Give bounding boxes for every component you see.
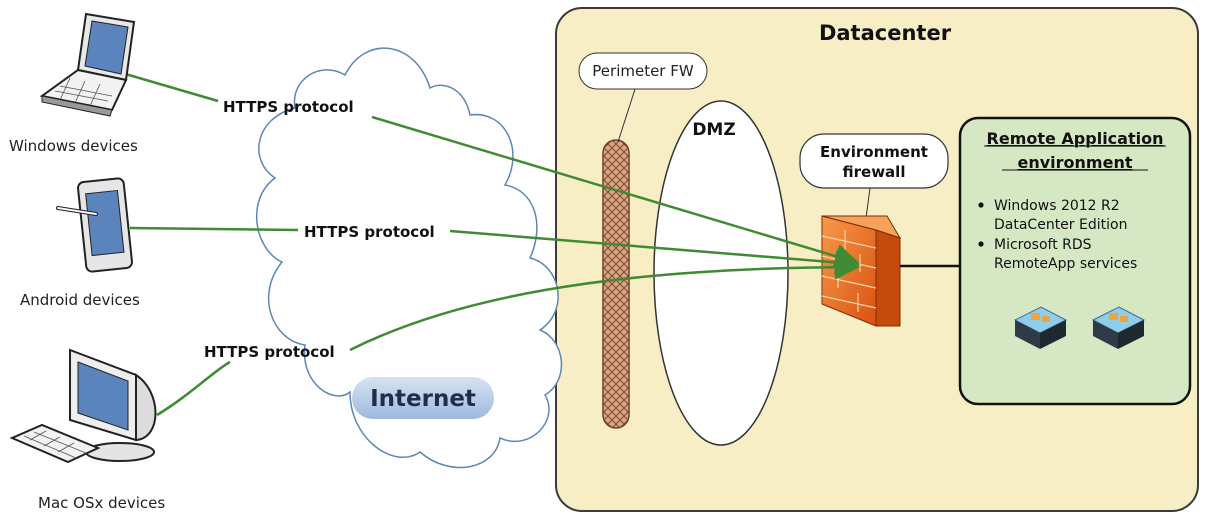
internet-cloud: Internet [255, 47, 562, 469]
bullet-1-line1: Windows 2012 R2 [994, 198, 1120, 214]
perimeter-fw-label: Perimeter FW [592, 62, 694, 80]
remote-app-title-line2: environment [1018, 153, 1133, 172]
https-link-mac [156, 267, 855, 417]
server-icon [1091, 306, 1146, 349]
device-label-mac: Mac OSx devices [38, 494, 165, 512]
bullet-1-line2: DataCenter Edition [994, 217, 1127, 233]
env-fw-callout-line [865, 187, 871, 219]
bullet-2-line2: RemoteApp services [994, 256, 1137, 272]
datacenter-title: Datacenter [819, 21, 952, 45]
bullet-2-line1: Microsoft RDS [994, 237, 1092, 253]
env-fw-label-line1: Environment [820, 143, 928, 161]
device-label-android: Android devices [20, 291, 140, 309]
internet-label: Internet [370, 386, 476, 412]
tablet-icon [56, 177, 133, 273]
https-label-mac: HTTPS protocol [204, 343, 335, 361]
dmz-label: DMZ [692, 120, 735, 140]
internet-label-pill [352, 377, 494, 419]
perimeter-firewall-bar [602, 139, 630, 429]
device-label-windows: Windows devices [9, 137, 138, 155]
dmz-zone: DMZ [653, 100, 789, 446]
https-links [97, 64, 855, 417]
server-icon [1013, 306, 1068, 349]
https-label-windows: HTTPS protocol [223, 98, 354, 116]
env-fw-label-line2: firewall [843, 163, 906, 181]
bullet-dot [978, 202, 984, 208]
perimeter-callout-line [617, 85, 637, 143]
https-label-android: HTTPS protocol [304, 223, 435, 241]
https-link-android [129, 226, 855, 264]
laptop-icon [39, 12, 136, 117]
bullet-dot [978, 241, 984, 247]
remote-app-title-line1: Remote Application [987, 129, 1164, 148]
desktop-computer-icon [9, 348, 157, 464]
remote-app-environment: Remote Application environment Windows 2… [958, 116, 1192, 406]
environment-firewall-callout: Environment firewall [799, 133, 949, 189]
perimeter-fw-callout: Perimeter FW [578, 52, 708, 90]
